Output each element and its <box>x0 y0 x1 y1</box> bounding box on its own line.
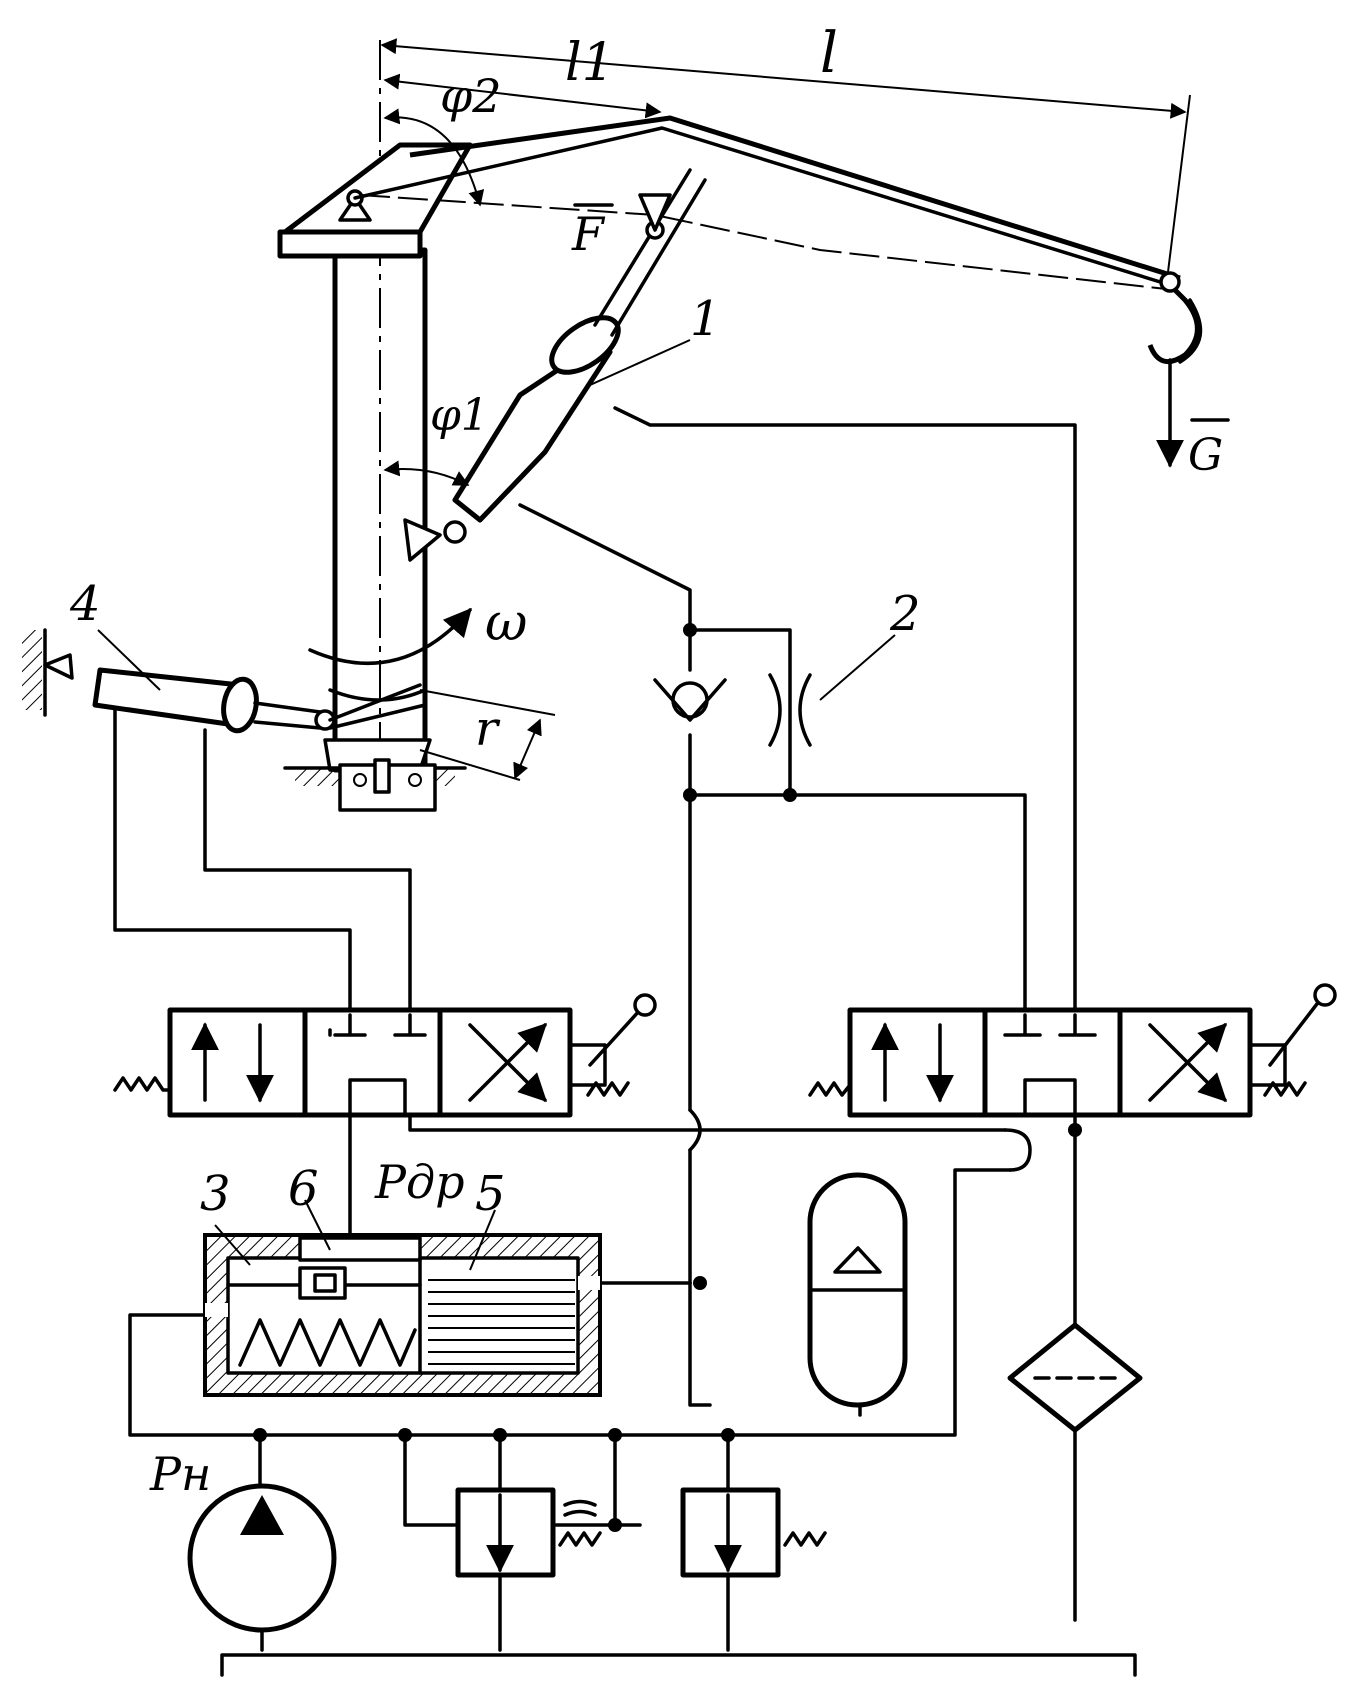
pump: Рн <box>149 1447 337 1633</box>
filter <box>1007 1322 1143 1433</box>
label-6: 6 <box>288 1161 319 1217</box>
relief-valve-left <box>455 1487 617 1578</box>
column-base-bearing <box>283 688 467 812</box>
label-l: l <box>820 21 838 86</box>
junction-dots <box>253 623 1082 1532</box>
load-force-g: G <box>1156 358 1230 481</box>
rotation-omega: ω <box>308 593 527 666</box>
leader-1: 1 <box>589 291 721 386</box>
check-valve <box>653 678 727 722</box>
boom-cylinder-1 <box>403 168 707 562</box>
label-omega: ω <box>485 593 527 653</box>
label-p-n: Рн <box>149 1447 211 1501</box>
label-g: G <box>1188 430 1223 481</box>
leader-4: 4 <box>69 576 161 691</box>
label-3: 3 <box>200 1166 231 1222</box>
label-p-dr: Рдр <box>374 1155 465 1209</box>
boom <box>353 115 1181 293</box>
pressure-compensator-unit-3 <box>203 1199 602 1397</box>
leader-2: 2 <box>819 586 921 701</box>
label-f: F <box>571 207 606 261</box>
hydraulic-lines <box>113 406 1137 1677</box>
throttle-2 <box>768 673 812 747</box>
accumulator <box>807 1172 908 1417</box>
force-f: F <box>571 203 614 261</box>
angle-phi1: φ1 <box>383 390 489 486</box>
label-phi2: φ2 <box>440 69 501 123</box>
label-1: 1 <box>690 291 721 347</box>
label-phi1: φ1 <box>430 390 489 441</box>
slewing-cylinder-4 <box>22 628 427 734</box>
relief-valve-right <box>680 1487 827 1578</box>
directional-valve-left <box>113 993 657 1118</box>
label-r: r <box>475 701 501 757</box>
label-4: 4 <box>69 576 101 632</box>
directional-valve-right <box>808 983 1337 1118</box>
spool-5 <box>428 1279 575 1365</box>
label-5: 5 <box>475 1166 506 1222</box>
dimension-l1: l1 <box>383 33 662 119</box>
angle-phi2: φ2 <box>383 69 501 207</box>
crane-hook-icon <box>1147 288 1203 365</box>
label-2: 2 <box>889 586 921 642</box>
dimension-r: r <box>419 689 556 781</box>
dimension-l: l <box>380 21 1191 273</box>
